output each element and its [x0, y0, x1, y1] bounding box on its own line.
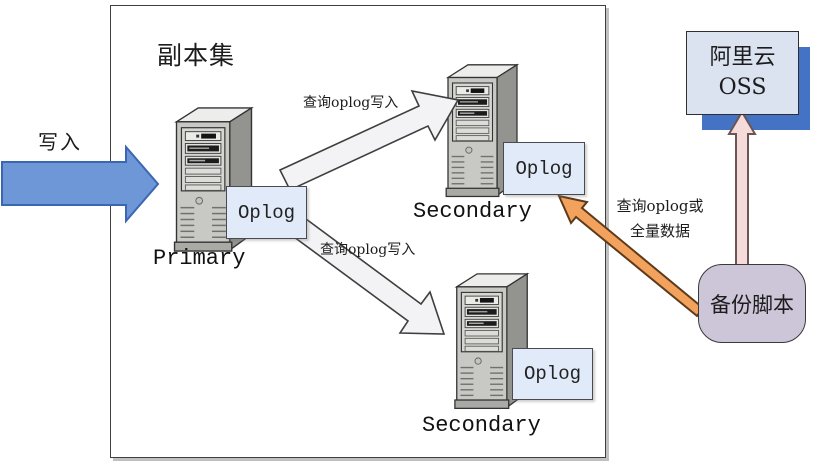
backup-query-line1: 查询oplog或: [616, 197, 704, 215]
secondary-top-oplog-box: Oplog: [503, 142, 585, 195]
secondary-bottom-label: Secondary: [422, 413, 541, 438]
sync-top-arrow-label: 查询oplog写入: [303, 95, 399, 111]
backup-query-arrow-label: 查询oplog或 全量数据: [600, 194, 720, 244]
secondary-bottom-oplog-box: Oplog: [512, 348, 593, 400]
secondary-top-label: Secondary: [413, 199, 532, 224]
replica-set-title: 副本集: [157, 41, 236, 70]
backup-query-line2: 全量数据: [629, 222, 690, 240]
write-arrow-label: 写入: [38, 130, 82, 154]
oss-label-line2: OSS: [718, 75, 767, 100]
upload-oss-arrow: [727, 110, 757, 266]
backup-script-label: 备份脚本: [710, 292, 794, 317]
backup-script-box: 备份脚本: [698, 264, 806, 343]
primary-label: Primary: [153, 246, 246, 271]
primary-server-icon: [172, 106, 256, 256]
sync-bottom-arrow-label: 查询oplog写入: [320, 242, 416, 258]
oss-label-line1: 阿里云: [709, 45, 776, 70]
secondary-top-server-icon: [444, 63, 521, 201]
primary-oplog-box: Oplog: [226, 186, 307, 239]
aliyun-oss-box: 阿里云 OSS: [686, 31, 799, 115]
secondary-bottom-server-icon: [453, 272, 531, 413]
